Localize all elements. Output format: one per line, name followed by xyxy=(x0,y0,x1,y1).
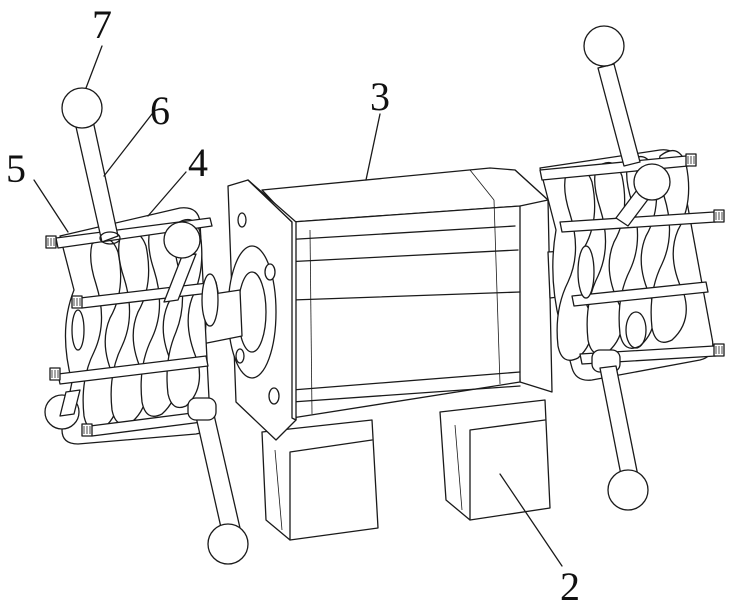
leader-5 xyxy=(33,179,69,233)
left-lower-handle xyxy=(163,221,249,565)
label-2: 2 xyxy=(560,564,580,609)
front-flange xyxy=(227,179,297,441)
leader-4 xyxy=(147,171,187,217)
left-small-knob xyxy=(44,389,81,430)
leader-2 xyxy=(499,473,563,567)
right-upper-handle xyxy=(583,25,671,227)
label-3: 3 xyxy=(370,74,390,119)
callout-labels: 7 6 5 4 3 2 xyxy=(6,2,580,609)
base-feet xyxy=(261,399,551,541)
leader-7 xyxy=(85,45,103,89)
left-upper-knob-7 xyxy=(61,87,103,129)
leader-3 xyxy=(365,113,381,181)
label-7: 7 xyxy=(92,2,112,47)
left-upper-handle xyxy=(61,87,121,245)
right-clamp-assembly xyxy=(539,149,725,381)
leader-6 xyxy=(103,113,153,177)
label-5: 5 xyxy=(6,146,26,191)
right-lower-handle xyxy=(591,349,649,511)
motor-body xyxy=(261,167,553,419)
leader-lines xyxy=(33,45,563,567)
label-4: 4 xyxy=(188,140,208,185)
left-handle-lever-6 xyxy=(73,115,119,243)
label-6: 6 xyxy=(150,88,170,133)
